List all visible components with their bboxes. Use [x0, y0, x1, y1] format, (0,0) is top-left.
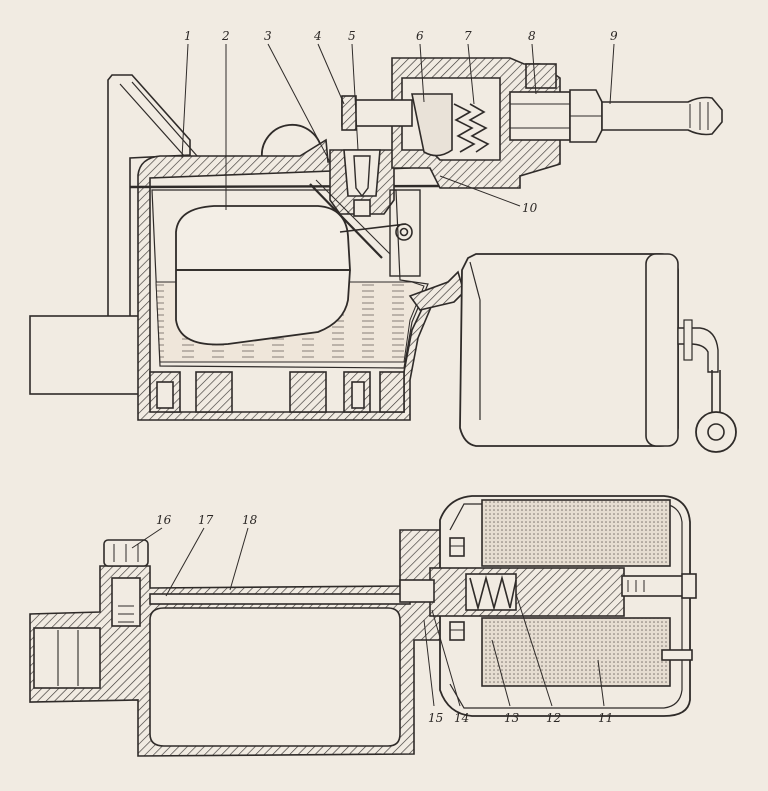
valve-spring	[453, 103, 490, 153]
callout-13: 13	[504, 711, 520, 725]
callout-1: 1	[184, 29, 192, 43]
callout-7: 7	[464, 29, 472, 43]
callout-11: 11	[598, 711, 613, 725]
callout-6: 6	[416, 29, 424, 43]
coil-upper	[481, 499, 671, 567]
callouts: 1 2 3 4 5 6 7 8 9 10 11 12 13 14 15 16 1…	[156, 29, 618, 725]
callout-5: 5	[348, 29, 356, 43]
end-screw	[621, 575, 685, 597]
float-lever	[309, 183, 383, 259]
callout-18: 18	[242, 513, 258, 527]
side-inlet	[33, 627, 101, 689]
callout-15: 15	[428, 711, 443, 725]
callout-2: 2	[221, 29, 230, 43]
terminal-ring	[695, 411, 737, 453]
coil-lower	[481, 617, 671, 687]
armature	[429, 567, 625, 617]
filter-cup	[411, 93, 453, 157]
jet	[111, 577, 141, 627]
needle-tip	[353, 199, 371, 217]
mounting-bracket	[107, 74, 191, 391]
armature-spring	[469, 574, 517, 612]
needle	[353, 155, 371, 198]
callout-10: 10	[522, 201, 538, 215]
lower-terminal	[661, 649, 693, 661]
fuel-channel	[149, 593, 411, 605]
leader-lines	[131, 43, 615, 707]
callout-9: 9	[610, 29, 618, 43]
float	[175, 205, 351, 346]
callout-17: 17	[198, 513, 214, 527]
callout-3: 3	[264, 29, 272, 43]
fuel-pipe	[601, 96, 723, 136]
side-block	[29, 315, 141, 395]
callout-12: 12	[546, 711, 561, 725]
callout-14: 14	[454, 711, 469, 725]
feet-inner	[156, 381, 365, 409]
callout-8: 8	[528, 29, 536, 43]
upper-assembly	[29, 57, 737, 453]
callout-4: 4	[313, 29, 322, 43]
valve-rod	[399, 579, 435, 603]
fitting-nut	[509, 91, 571, 141]
reservoir-cavity	[149, 607, 401, 747]
callout-16: 16	[156, 513, 172, 527]
pivot-bracket	[389, 189, 421, 277]
lower-assembly	[29, 495, 697, 757]
chamber-feet	[149, 371, 405, 413]
